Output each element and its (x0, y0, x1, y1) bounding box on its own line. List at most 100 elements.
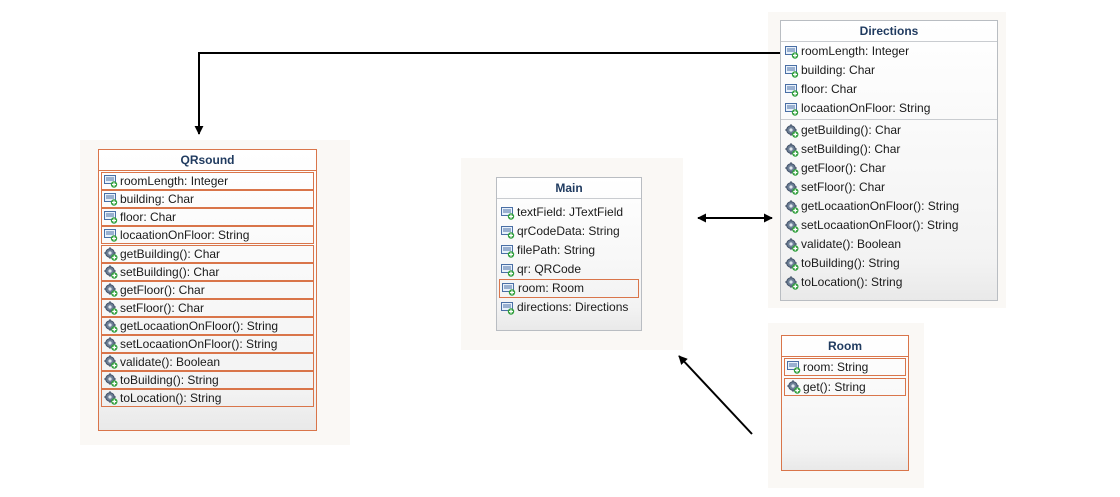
field-row[interactable]: textField: JTextField (497, 203, 641, 222)
methods-section: get(): String (782, 378, 908, 396)
class-title: Directions (781, 21, 997, 42)
field-row[interactable]: filePath: String (497, 241, 641, 260)
method-icon (785, 180, 799, 195)
field-label: roomLength: Integer (120, 174, 229, 188)
method-row[interactable]: toBuilding(): String (781, 254, 997, 273)
method-row[interactable]: setLocaationOnFloor(): String (101, 335, 314, 353)
class-title: Room (782, 336, 908, 357)
method-label: toBuilding(): String (120, 373, 219, 387)
field-label: building: Char (801, 63, 876, 77)
method-label: setBuilding(): Char (120, 265, 220, 279)
field-icon (501, 244, 515, 258)
field-label: locaationOnFloor: String (801, 101, 931, 115)
field-row[interactable]: roomLength: Integer (781, 42, 997, 61)
method-icon (785, 275, 799, 290)
field-row[interactable]: floor: Char (101, 208, 314, 226)
field-label: room: String (803, 360, 869, 374)
field-icon (104, 228, 118, 242)
method-icon (104, 283, 118, 297)
method-label: get(): String (803, 380, 866, 394)
method-row[interactable]: setBuilding(): Char (101, 263, 314, 281)
field-label: qr: QRCode (517, 262, 582, 276)
field-label: roomLength: Integer (801, 44, 910, 58)
field-icon (501, 263, 515, 277)
field-row[interactable]: qr: QRCode (497, 260, 641, 279)
method-icon (104, 301, 118, 315)
method-row[interactable]: toLocation(): String (781, 273, 997, 292)
method-row[interactable]: get(): String (784, 378, 906, 396)
method-icon (787, 380, 801, 394)
field-icon (785, 102, 799, 116)
method-icon (785, 218, 799, 233)
method-icon (104, 355, 118, 369)
method-row[interactable]: toLocation(): String (101, 389, 314, 407)
field-label: textField: JTextField (517, 205, 624, 219)
method-row[interactable]: getFloor(): Char (101, 281, 314, 299)
field-icon (785, 83, 799, 97)
field-label: floor: Char (801, 82, 858, 96)
directions-to-qrsound-arrow (194, 52, 780, 135)
field-row[interactable]: room: String (784, 358, 906, 376)
field-icon (502, 282, 516, 296)
method-icon (785, 123, 799, 138)
field-icon (501, 206, 515, 220)
method-label: toLocation(): String (120, 391, 222, 405)
method-label: toBuilding(): String (801, 256, 900, 270)
method-icon (104, 373, 118, 387)
field-icon (787, 360, 801, 374)
method-label: setLocaationOnFloor(): String (801, 218, 959, 232)
method-icon (104, 337, 118, 351)
method-label: setFloor(): Char (801, 180, 886, 194)
field-row[interactable]: locaationOnFloor: String (101, 226, 314, 244)
class-room[interactable]: Room room: String get(): String (781, 335, 909, 471)
method-row[interactable]: toBuilding(): String (101, 371, 314, 389)
fields-section: room: String (782, 358, 908, 376)
method-label: setFloor(): Char (120, 301, 205, 315)
method-row[interactable]: validate(): Boolean (781, 235, 997, 254)
method-label: validate(): Boolean (801, 237, 902, 251)
fields-section: roomLength: Integer building: Char floor: … (781, 42, 997, 118)
field-row[interactable]: room: Room (499, 279, 639, 298)
field-row[interactable]: roomLength: Integer (101, 172, 314, 190)
field-row[interactable]: locaationOnFloor: String (781, 99, 997, 118)
method-label: setBuilding(): Char (801, 142, 901, 156)
class-qrsound[interactable]: QRsound roomLength: Integer building: Cha… (98, 149, 317, 431)
field-icon (501, 225, 515, 239)
method-row[interactable]: getLocaationOnFloor(): String (101, 317, 314, 335)
field-icon (104, 174, 118, 188)
method-label: getBuilding(): Char (120, 247, 221, 261)
field-label: qrCodeData: String (517, 224, 620, 238)
field-label: locaationOnFloor: String (120, 228, 250, 242)
class-directions[interactable]: Directions roomLength: Integer building: … (780, 20, 998, 301)
method-row[interactable]: validate(): Boolean (101, 353, 314, 371)
method-label: getLocaationOnFloor(): String (801, 199, 960, 213)
field-row[interactable]: directions: Directions (497, 298, 641, 317)
method-row[interactable]: getBuilding(): Char (101, 245, 314, 263)
method-row[interactable]: setFloor(): Char (781, 178, 997, 197)
field-row[interactable]: floor: Char (781, 80, 997, 99)
room-to-main-arrow (678, 355, 753, 435)
method-icon (104, 391, 118, 405)
method-label: getFloor(): Char (120, 283, 205, 297)
method-row[interactable]: getLocaationOnFloor(): String (781, 197, 997, 216)
field-row[interactable]: qrCodeData: String (497, 222, 641, 241)
field-row[interactable]: building: Char (101, 190, 314, 208)
method-label: validate(): Boolean (120, 355, 221, 369)
method-icon (785, 161, 799, 176)
method-icon (104, 319, 118, 333)
fields-section: textField: JTextField qrCodeData: String f… (497, 203, 641, 317)
field-label: directions: Directions (517, 300, 629, 314)
field-row[interactable]: building: Char (781, 61, 997, 80)
method-row[interactable]: setLocaationOnFloor(): String (781, 216, 997, 235)
method-icon (785, 142, 799, 157)
method-icon (785, 237, 799, 252)
method-row[interactable]: setBuilding(): Char (781, 140, 997, 159)
method-row[interactable]: getBuilding(): Char (781, 121, 997, 140)
method-row[interactable]: getFloor(): Char (781, 159, 997, 178)
field-icon (104, 192, 118, 206)
class-title: QRsound (99, 150, 316, 171)
method-row[interactable]: setFloor(): Char (101, 299, 314, 317)
method-icon (785, 199, 799, 214)
